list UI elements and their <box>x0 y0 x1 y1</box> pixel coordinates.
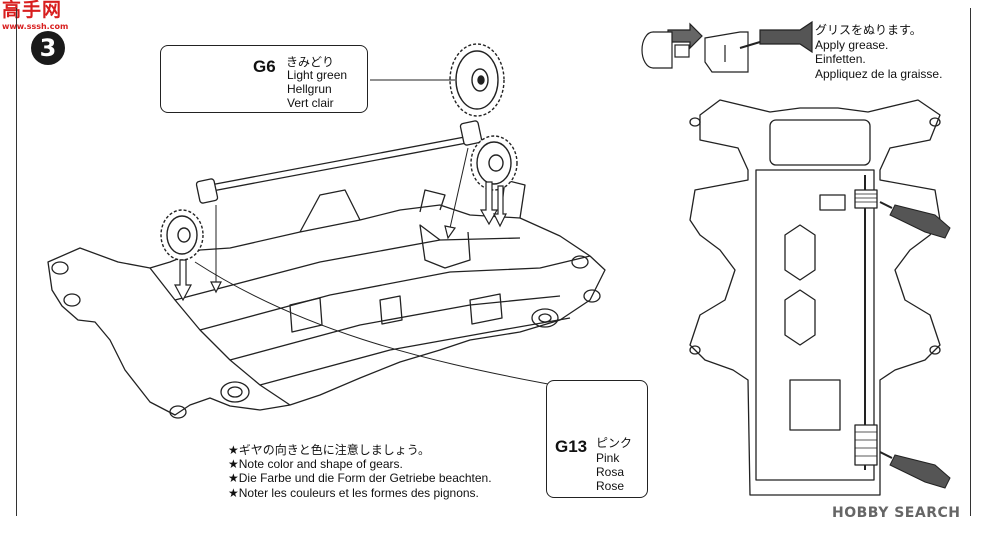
assembly-arrows <box>174 147 507 302</box>
hobby-search-logo: HOBBY SEARCH <box>832 505 961 521</box>
g13-name-de: Rosa <box>596 465 625 479</box>
note-de: ★Die Farbe und die Form der Getriebe bea… <box>228 471 492 486</box>
chassis-top-view <box>689 99 941 496</box>
grease-tube-upper <box>879 201 951 239</box>
grease-text-fr: Appliquez de la graisse. <box>815 66 943 81</box>
chassis-isometric <box>47 179 606 419</box>
grease-instructions: グリスをぬります。 Apply grease. Einfetten. Appli… <box>815 23 942 81</box>
g6-name-en: Light green <box>287 68 348 82</box>
note-en: ★Note color and shape of gears. <box>228 457 403 472</box>
diagram-frame <box>16 8 971 516</box>
callout-g13 <box>546 380 648 498</box>
g6-code: G6 <box>253 57 276 76</box>
grease-text-de: Einfetten. <box>815 52 866 66</box>
note-jp: ★ギヤの向きと色に注意しましょう。 <box>228 443 431 457</box>
gear-shaft <box>195 120 483 204</box>
grease-icon <box>641 20 813 73</box>
g6-name-fr: Vert clair <box>287 96 334 110</box>
gear-left <box>160 209 204 261</box>
callout-g6 <box>160 45 368 113</box>
g13-name-fr: Rose <box>596 479 625 493</box>
g13-japanese-name: ピンク <box>596 436 633 450</box>
grease-text-en: Apply grease. <box>815 37 889 52</box>
gear-pink-mid <box>470 135 518 191</box>
g13-code: G13 <box>555 437 588 456</box>
grease-text-jp: グリスをぬります。 <box>815 23 922 37</box>
gear-g6-top <box>449 43 505 117</box>
step-number-badge: 3 <box>31 31 65 65</box>
g13-name-en: Pink <box>596 451 620 465</box>
g6-color-names: Light green Hellgrun Vert clair <box>287 68 347 110</box>
callout-leaders <box>194 79 549 385</box>
grease-tube-lower <box>879 451 951 489</box>
note-fr: ★Noter les couleurs et les formes des pi… <box>228 485 479 500</box>
g13-color-names: Pink Rosa Rose <box>596 451 624 493</box>
g6-japanese-name: きみどり <box>286 55 335 69</box>
watermark-url: www.sssh.com <box>2 22 69 31</box>
assembly-notes: ★ギヤの向きと色に注意しましょう。 ★Note color and shape … <box>228 443 492 500</box>
g6-name-de: Hellgrun <box>287 82 332 96</box>
